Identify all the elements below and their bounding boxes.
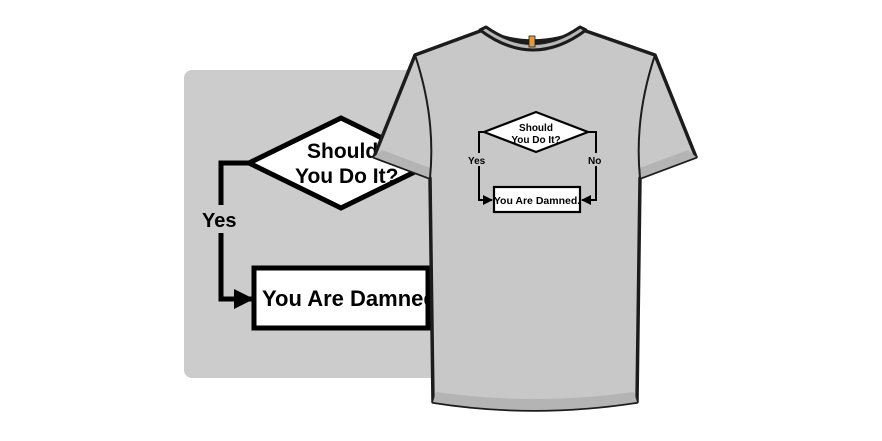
- shirt-flowchart: Should You Do It? Yes No You Are Damned.: [467, 110, 605, 214]
- shirt-no-label: No: [588, 156, 601, 167]
- t-shirt: Should You Do It? Yes No You Are Damned.: [372, 25, 698, 412]
- shirt-decision-line2: You Do It?: [511, 135, 560, 146]
- zoom-decision-line2: You Do It?: [295, 165, 398, 188]
- zoom-outcome-box: [251, 265, 431, 331]
- zoom-yes-label: Yes: [202, 210, 236, 232]
- left-sleeve-seam: [414, 54, 433, 179]
- shirt-outcome-text: You Are Damned.: [494, 195, 580, 207]
- right-sleeve-seam: [637, 54, 656, 179]
- zoom-decision-line1: Should: [307, 140, 378, 163]
- collar: [478, 25, 588, 52]
- shirt-decision-line1: Should: [519, 123, 553, 134]
- shirt-outcome-box: [492, 185, 582, 214]
- shirt-yes-label: Yes: [468, 156, 486, 167]
- zoom-outcome-text: You Are Damned.: [262, 286, 443, 311]
- neck-tag-icon: [528, 35, 536, 48]
